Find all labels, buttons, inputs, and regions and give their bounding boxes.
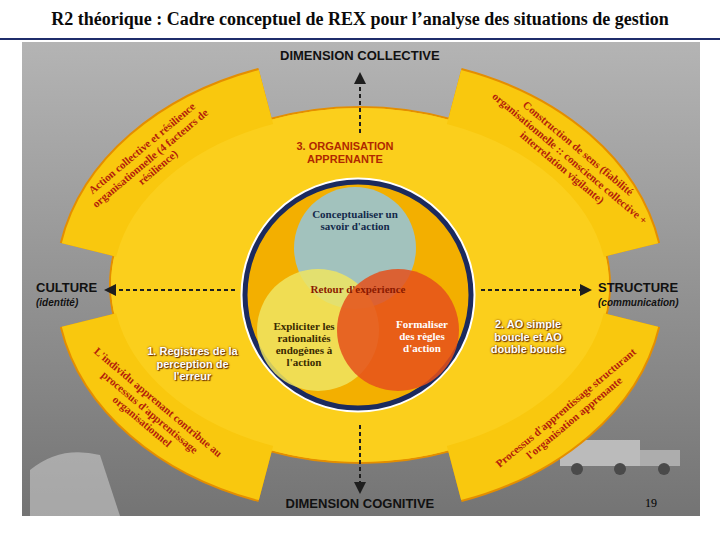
halo-ring bbox=[242, 179, 474, 411]
photo-truck-cab bbox=[640, 450, 680, 466]
title-bar: R2 théorique : Cadre conceptuel de REX p… bbox=[0, 0, 720, 40]
axis-sublabel: (communication) bbox=[598, 297, 679, 309]
arrowhead bbox=[104, 284, 116, 296]
stage-label: 3. ORGANISATION APPRENANTE bbox=[280, 140, 410, 165]
rex-core-circle: Retour d'expérience Conceptualiser un sav… bbox=[240, 177, 476, 413]
core-label: Retour d'expérience bbox=[298, 283, 418, 295]
circle-label: Conceptualiser un savoir d'action bbox=[310, 208, 400, 232]
core-disc bbox=[245, 182, 471, 408]
stage-label: 1. Registres de la perception de l'erreu… bbox=[145, 345, 240, 383]
axis-line bbox=[359, 425, 361, 486]
axis-label: STRUCTURE bbox=[598, 281, 678, 296]
axis-line bbox=[359, 80, 361, 135]
venn-disc bbox=[337, 269, 459, 391]
photo-wheel bbox=[614, 463, 626, 475]
arrowhead bbox=[354, 72, 366, 84]
arrowhead bbox=[354, 482, 366, 494]
slide-title: R2 théorique : Cadre conceptuel de REX p… bbox=[4, 0, 716, 38]
circle-label: Expliciter les rationalités endogènes à … bbox=[273, 320, 335, 368]
axis-label: CULTURE bbox=[36, 281, 97, 296]
arrowhead bbox=[580, 284, 592, 296]
photo-rock bbox=[30, 452, 120, 516]
circle-label: Formaliser des règles d'action bbox=[392, 318, 452, 354]
page-number: 19 bbox=[645, 497, 657, 511]
axis-line bbox=[112, 289, 235, 291]
axis-sublabel: (identité) bbox=[36, 297, 78, 309]
axis-label: DIMENSION COLLECTIVE bbox=[280, 49, 440, 64]
photo-ground bbox=[22, 42, 700, 516]
venn-disc bbox=[294, 187, 416, 309]
photo-wheel bbox=[571, 463, 583, 475]
axis-line bbox=[481, 289, 584, 291]
stage-label: 2. AO simple boucle et AO double boucle bbox=[482, 318, 574, 356]
photo-wheel bbox=[658, 463, 670, 475]
axis-label: DIMENSION COGNITIVE bbox=[286, 497, 435, 512]
